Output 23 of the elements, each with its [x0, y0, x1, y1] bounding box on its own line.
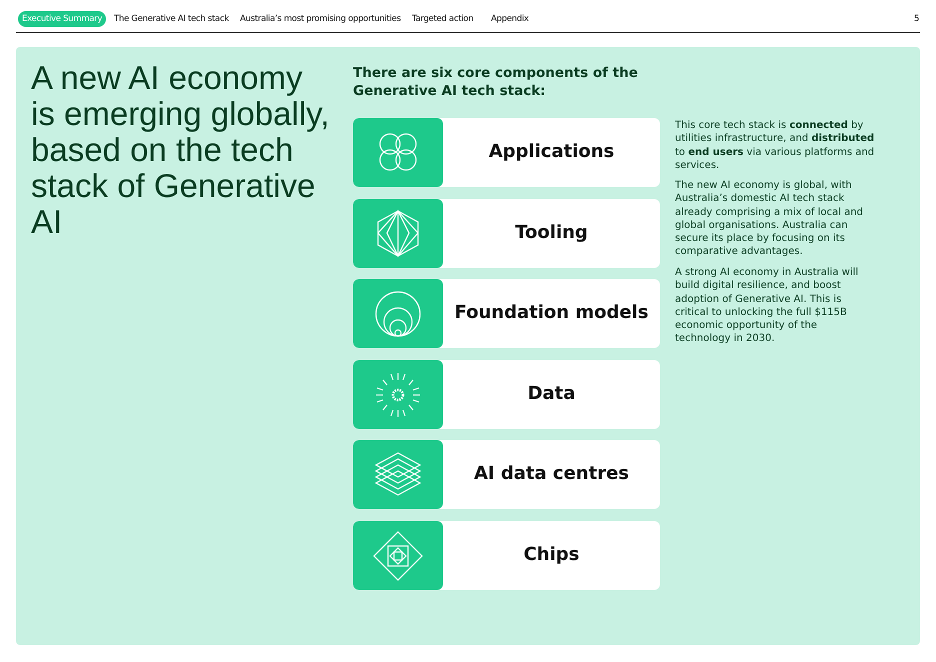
- component-card: [353, 118, 660, 187]
- nav-link: Appendix: [491, 13, 529, 26]
- card-title: AI data centres: [472, 462, 630, 486]
- card-title: Data: [526, 382, 576, 406]
- nav-link: The Generative AI tech stack: [114, 13, 229, 26]
- card-title: Foundation models: [454, 301, 650, 326]
- card-title: Chips: [522, 543, 580, 567]
- card-title: Tooling: [514, 220, 589, 245]
- component-card: [353, 198, 660, 268]
- active-tab: Executive Summary: [18, 11, 106, 27]
- nav-link: Australia’s most promising opportunities: [240, 13, 401, 26]
- component-card: [353, 360, 660, 429]
- subheading: There are six core components of the Generative AI tech stack:: [353, 64, 639, 100]
- page-number: 5: [914, 13, 920, 26]
- component-card: [353, 521, 660, 590]
- body-paragraph: A strong AI economy in Australia will build digital resilience, and boost adoption of Generative AI. This is critical to unlocking the full $115B economic opportunity of the technology in 2030.: [675, 266, 860, 346]
- page-title: A new AI economy is emerging globally, based on the tech stack of Generative AI: [31, 60, 330, 240]
- nav-link: Targeted action: [412, 13, 474, 26]
- component-card: [353, 440, 660, 510]
- body-paragraph: This core tech stack is connected by utilities infrastructure, and distributed to end users via various platforms and services.: [675, 119, 875, 172]
- body-paragraph: The new AI economy is global, with Australia’s domestic AI tech stack already comprising a mix of local and global organisations. Australia can secure its place by focusing on its comparative advantages.: [675, 179, 864, 259]
- component-card: [353, 279, 660, 348]
- card-title: Applications: [488, 140, 616, 164]
